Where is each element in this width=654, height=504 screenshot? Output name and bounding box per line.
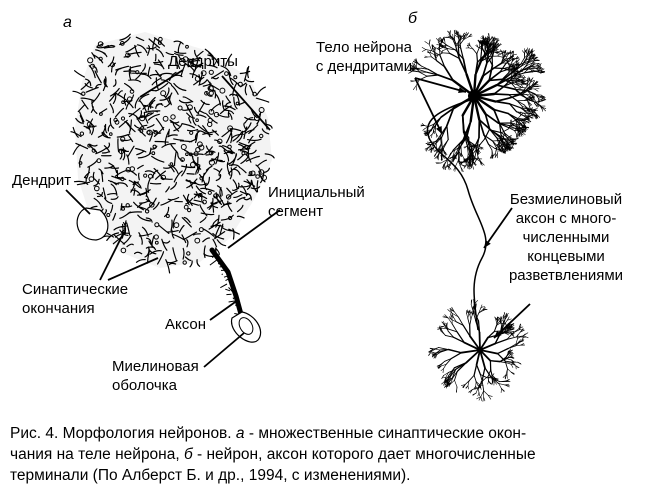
- caption-line-3: терминали (По Алберст Б. и др., 1994, с …: [10, 467, 411, 484]
- label-myelin-sheath: Миелиновая оболочка: [112, 358, 199, 394]
- panel-letter-b: б: [408, 10, 417, 27]
- caption-line-2: чания на теле нейрона, б - нейрон, аксон…: [10, 446, 536, 463]
- label-dendrite: Дендрит: [12, 172, 72, 189]
- label-dendrites: Дендриты: [168, 53, 238, 70]
- label-synaptic-endings: Синаптические окончания: [22, 281, 129, 317]
- neuron-a-drawing: [70, 32, 275, 343]
- figure-caption: Рис. 4. Морфология нейронов. а - множест…: [10, 423, 646, 486]
- label-axon: Аксон: [165, 316, 207, 333]
- label-neuron-body: Тело нейрона с дендритами: [315, 39, 413, 75]
- neuron-b-drawing: [407, 29, 547, 402]
- panel-letter-a: а: [63, 14, 72, 31]
- label-leader-lines: [65, 69, 531, 368]
- label-unmyelinated-axon: Безмиелиновый аксон с много- численными …: [508, 191, 624, 284]
- caption-line-1: Рис. 4. Морфология нейронов. а - множест…: [10, 425, 527, 442]
- label-initial-segment: Инициальный сегмент: [268, 184, 365, 220]
